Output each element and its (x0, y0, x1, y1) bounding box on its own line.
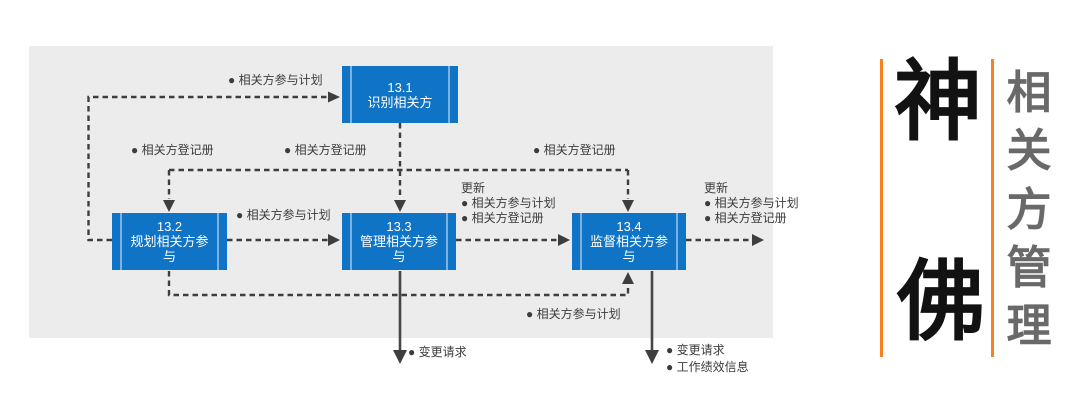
vertical-title: 相 关 方 管 理 (1001, 70, 1057, 348)
process-code: 13.4 (616, 219, 642, 234)
process-box-13-3: 13.3 管理相关方参与 (342, 213, 456, 270)
arrowhead-into-134-top (622, 200, 634, 212)
process-name: 管理相关方参与 (360, 234, 439, 264)
update-item: ● 相关方参与计划 (704, 196, 799, 210)
update-item: ● 相关方登记册 (461, 211, 544, 225)
label-change-request-133: ● 变更请求 (408, 345, 467, 359)
label-plan-132-to-133: ● 相关方参与计划 (236, 208, 331, 222)
update-item: ● 相关方登记册 (704, 211, 787, 225)
title-char: 方 (1006, 183, 1052, 235)
brand-character-top: 神 (894, 52, 983, 151)
process-box-13-2: 13.2 规划相关方参与 (112, 213, 227, 270)
process-code: 13.2 (156, 219, 183, 234)
process-code: 13.1 (387, 79, 413, 95)
update-title: 更新 (704, 181, 729, 195)
label-update-133-to-134: 更新 ● 相关方参与计划 ● 相关方登记册 (461, 181, 556, 226)
connector-132-to-131 (87, 95, 328, 242)
output-item: ● 变更请求 (666, 343, 725, 357)
update-item: ● 相关方参与计划 (461, 196, 556, 210)
process-code: 13.3 (386, 219, 412, 234)
label-update-134-out: 更新 ● 相关方参与计划 ● 相关方登记册 (704, 181, 799, 226)
connector-132-to-134-bottom (167, 271, 630, 297)
arrowhead-into-133-left (328, 234, 340, 246)
label-register-to-133: ● 相关方登记册 (284, 143, 367, 157)
arrowhead-133-output (393, 350, 407, 364)
arrowhead-into-134-bottom (622, 272, 634, 284)
arrowhead-into-133-top (394, 200, 406, 212)
accent-rule-right (991, 59, 994, 357)
label-register-to-132: ● 相关方登记册 (131, 143, 214, 157)
title-char: 管 (1006, 241, 1052, 293)
label-outputs-134: ● 变更请求 ● 工作绩效信息 (666, 342, 749, 376)
label-plan-to-131: ● 相关方参与计划 (228, 73, 323, 87)
label-plan-132-to-134: ● 相关方参与计划 (526, 307, 621, 321)
output-item: ● 工作绩效信息 (666, 360, 749, 374)
title-char: 关 (1006, 125, 1052, 177)
label-register-to-134: ● 相关方登记册 (533, 143, 616, 157)
arrowhead-out-right (752, 234, 764, 246)
process-box-13-1: 13.1 识别相关方 (342, 66, 458, 123)
process-name: 规划相关方参与 (130, 234, 209, 264)
title-char: 相 (1006, 67, 1052, 118)
arrowhead-134-output (645, 350, 659, 364)
process-name: 识别相关方 (367, 94, 433, 110)
brand-character-bottom: 佛 (897, 252, 986, 351)
arrowhead-into-132-top (163, 200, 175, 212)
title-char: 理 (1006, 300, 1052, 351)
process-name: 监督相关方参与 (590, 234, 669, 264)
arrowhead-into-131 (328, 91, 340, 103)
accent-rule-left (880, 59, 883, 357)
update-title: 更新 (461, 181, 486, 195)
arrowhead-into-134-left (558, 234, 570, 246)
process-box-13-4: 13.4 监督相关方参与 (572, 213, 686, 270)
